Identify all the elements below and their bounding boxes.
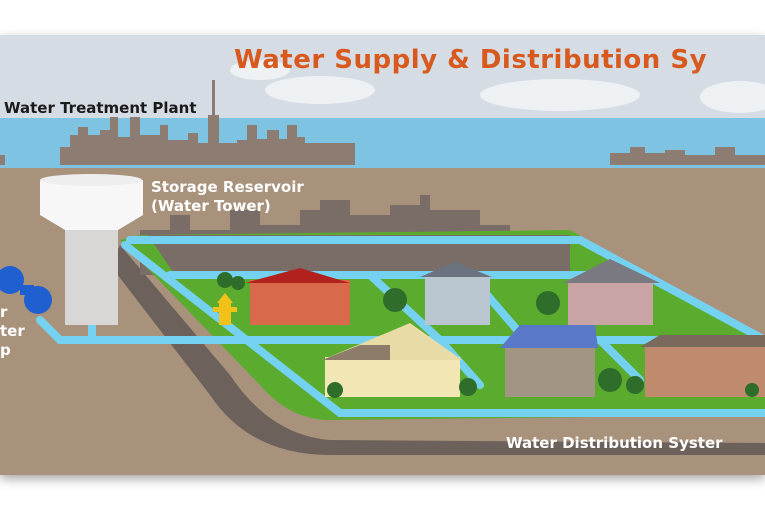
diagram-frame: Water Supply & Distribution Sy Water Tre… [0,35,765,475]
diagram-title: Water Supply & Distribution Sy [234,45,708,75]
house-tan [500,325,598,397]
water-tower [40,174,143,325]
label-water-treatment-plant: Water Treatment Plant [4,99,197,117]
house-pink [563,259,660,325]
label-storage-reservoir-line1: Storage Reservoir [151,178,304,196]
water-system-illustration [0,35,765,475]
label-pump-line1: r [0,303,8,321]
house-brick [640,335,765,397]
label-pump-partial: r ter p [0,303,25,360]
pump-icon [0,266,52,314]
label-storage-reservoir: Storage Reservoir (Water Tower) [151,178,304,216]
fire-hydrant-icon [213,293,237,325]
city-skyline [0,80,765,165]
trees [217,272,759,398]
label-storage-reservoir-line2: (Water Tower) [151,197,271,215]
sky [0,35,765,125]
town-block [148,235,570,275]
house-gray-blue [420,262,492,325]
house-red [245,268,350,325]
water-pipes [36,236,765,417]
house-cream [322,323,462,397]
label-water-distribution-system: Water Distribution Syster [506,434,723,452]
label-pump-line3: p [0,341,11,359]
houses [245,259,765,397]
clouds [230,60,765,113]
label-pump-line2: ter [0,322,25,340]
